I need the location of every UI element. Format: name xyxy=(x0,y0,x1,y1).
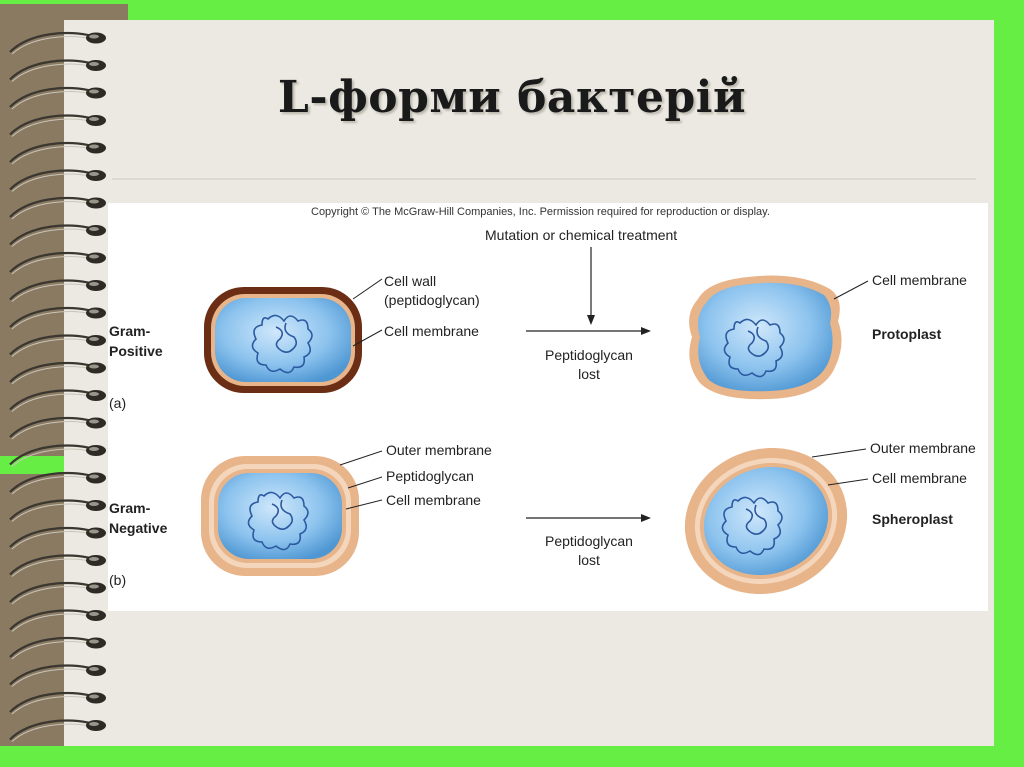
binder-ring xyxy=(9,251,106,275)
arrow-a-label-line1: Peptidoglycan xyxy=(545,347,633,363)
protoplast-membrane-label: Cell membrane xyxy=(872,272,967,288)
binder-ring xyxy=(9,59,106,82)
leader-cell-membrane-protoplast xyxy=(833,280,869,300)
leader-cell-wall-a xyxy=(352,278,383,300)
binder-ring xyxy=(9,471,106,495)
binder-ring xyxy=(9,444,106,467)
outer-membrane-label: Outer membrane xyxy=(386,442,492,458)
binder-ring xyxy=(9,581,106,605)
leader-cell-membrane-b xyxy=(345,499,383,510)
bacteria-figure: Copyright © The McGraw-Hill Companies, I… xyxy=(108,203,988,611)
process-arrowhead-b xyxy=(641,514,651,522)
gram-positive-label-line2: Positive xyxy=(109,343,163,359)
leader-cell-membrane-a xyxy=(352,329,383,347)
binder-ring xyxy=(9,416,106,440)
leader-cell-membrane-spheroplast xyxy=(827,478,869,486)
title-divider xyxy=(112,178,976,180)
binder-ring xyxy=(9,334,106,357)
gram-negative-label-line1: Gram- xyxy=(109,500,151,516)
cell-wall-label: Cell wall xyxy=(384,273,436,289)
panel-b-label: (b) xyxy=(109,572,126,588)
protoplast-label: Protoplast xyxy=(872,326,942,342)
binder-ring xyxy=(9,114,106,137)
binder-ring xyxy=(9,141,106,165)
gram-positive-cell xyxy=(204,287,362,393)
panel-a-label: (a) xyxy=(109,395,126,411)
spheroplast-cell-membrane-label: Cell membrane xyxy=(872,470,967,486)
cell-membrane-label-a: Cell membrane xyxy=(384,323,479,339)
gram-positive-label-line1: Gram- xyxy=(109,323,151,339)
binder-ring xyxy=(9,664,106,687)
arrow-b-label-line2: lost xyxy=(578,552,600,568)
binder-ring xyxy=(9,719,106,742)
binder-ring xyxy=(9,691,106,715)
spheroplast-cell xyxy=(684,447,848,595)
gram-negative-label-line2: Negative xyxy=(109,520,168,536)
binder-ring xyxy=(9,196,106,220)
binder-ring xyxy=(9,31,106,55)
cell-diagram: Copyright © The McGraw-Hill Companies, I… xyxy=(109,206,976,595)
binder-ring xyxy=(9,361,106,385)
binder-ring xyxy=(9,636,106,660)
binder-ring xyxy=(9,554,106,577)
spheroplast-outer-membrane-label: Outer membrane xyxy=(870,440,976,456)
arrow-b-label-line1: Peptidoglycan xyxy=(545,533,633,549)
binder-ring xyxy=(9,279,106,302)
arrow-a-label-line2: lost xyxy=(578,366,600,382)
binder-ring xyxy=(9,224,106,247)
treatment-label: Mutation or chemical treatment xyxy=(485,227,677,243)
process-arrowhead-a xyxy=(641,327,651,335)
binder-ring xyxy=(9,389,106,412)
spiral-binding xyxy=(9,31,106,742)
copyright-notice: Copyright © The McGraw-Hill Companies, I… xyxy=(311,206,770,218)
leader-peptidoglycan-b xyxy=(347,476,383,489)
cell-wall-sublabel: (peptidoglycan) xyxy=(384,292,480,308)
binder-ring xyxy=(9,306,106,330)
slide-title: L-форми бактерій xyxy=(277,72,747,123)
peptidoglycan-label: Peptidoglycan xyxy=(386,468,474,484)
protoplast-cell xyxy=(689,275,842,400)
binder-ring xyxy=(9,499,106,522)
binder-ring xyxy=(9,169,106,192)
binder-ring xyxy=(9,609,106,632)
binder-ring xyxy=(9,86,106,110)
binder-ring xyxy=(9,526,106,550)
leader-outer-membrane-spheroplast xyxy=(811,448,867,458)
treatment-arrowhead xyxy=(587,315,595,325)
cell-membrane-label-b: Cell membrane xyxy=(386,492,481,508)
leader-outer-membrane-b xyxy=(339,450,383,466)
spheroplast-label: Spheroplast xyxy=(872,511,953,527)
gram-negative-cell xyxy=(201,456,359,576)
